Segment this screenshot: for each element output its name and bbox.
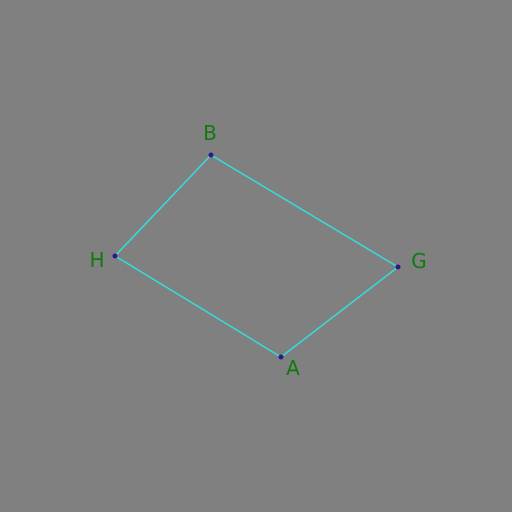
vertex-B-point <box>208 152 214 158</box>
labels-layer: B G A H <box>89 121 426 380</box>
vertex-A-label: A <box>286 356 300 380</box>
vertex-A-point <box>278 354 284 360</box>
vertex-B-label: B <box>203 121 217 145</box>
vertex-H-point <box>112 253 118 259</box>
edge-A-H <box>114 255 282 358</box>
edge-G-A <box>280 266 399 358</box>
edge-B-G <box>210 154 399 268</box>
vertex-H-label: H <box>89 248 104 272</box>
edges-layer <box>114 154 399 358</box>
vertex-G-point <box>395 264 401 270</box>
vertex-G-label: G <box>411 249 427 273</box>
vertices-layer <box>112 152 401 360</box>
edge-H-B <box>114 154 212 257</box>
